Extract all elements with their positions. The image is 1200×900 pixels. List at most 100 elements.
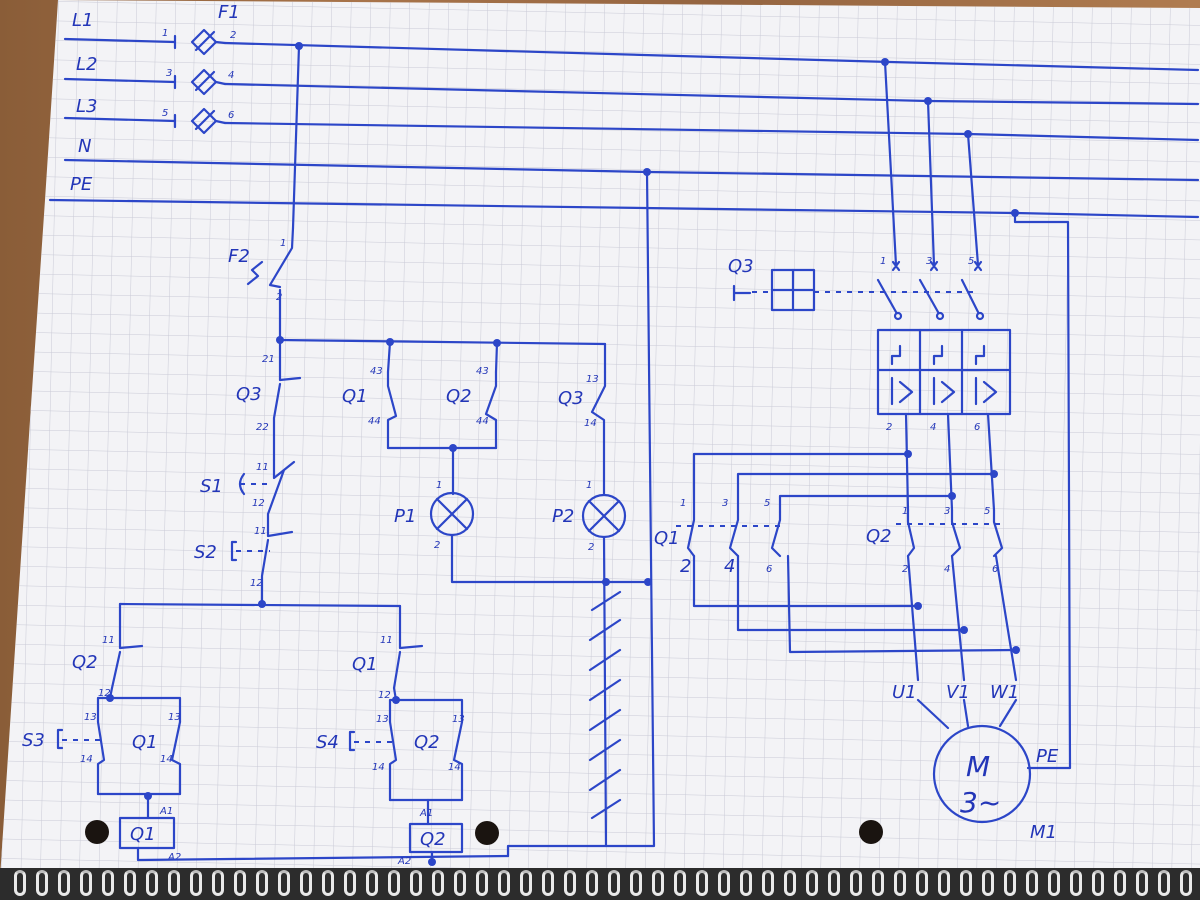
control-rail-wire [278, 338, 607, 346]
pin-label: 12 [250, 578, 263, 589]
nc-contact-symbol [272, 338, 302, 462]
spiral-ring [586, 870, 598, 896]
junction-dot [258, 600, 266, 608]
pin-label: 11 [254, 526, 267, 537]
spiral-ring [1092, 870, 1104, 896]
pin-label: 43 [476, 366, 489, 377]
wire [602, 535, 608, 848]
pin-label: 12 [252, 498, 265, 509]
bus-label-pe: PE [70, 174, 93, 195]
pin-label: 5 [764, 498, 770, 509]
spiral-ring [168, 870, 180, 896]
pin-label: 11 [380, 635, 393, 646]
fuse-f2: F2 1 2 [228, 226, 295, 342]
q1-output-wires [692, 554, 1018, 654]
motor-leads [916, 698, 1018, 730]
wire [388, 698, 464, 724]
spiral-ring [872, 870, 884, 896]
s2-label: S2 [194, 542, 217, 563]
s3-label: S3 [22, 730, 45, 751]
wire [494, 341, 499, 374]
breaker-handle-cross [770, 268, 816, 312]
spiral-ring [784, 870, 796, 896]
spiral-ring [1048, 870, 1060, 896]
spiral-ring [1114, 870, 1126, 896]
hold-label: Q2 [414, 732, 440, 753]
no-contact-symbol [386, 370, 398, 450]
nc-contact-symbol [392, 638, 424, 702]
motor-symbol-m: M [966, 750, 990, 783]
wire [96, 696, 182, 724]
lamp-p1-label: P1 [394, 506, 416, 527]
button-bracket [348, 730, 356, 752]
spiral-ring [806, 870, 818, 896]
junction-dot [602, 578, 610, 586]
terminal-ring [975, 311, 985, 321]
l2-feed-wire [63, 74, 177, 90]
pe-line [48, 198, 1200, 219]
pin-label: 5 [968, 256, 974, 267]
pin-label: 1 [162, 28, 168, 39]
pin-label: 3 [166, 68, 172, 79]
lamp-circuit: 43 Q1 44 43 Q2 44 1 P1 2 13 Q3 14 1 P2 2 [342, 340, 652, 848]
pin-label: 12 [98, 688, 111, 699]
punch-hole [859, 820, 883, 844]
pin-label: 6 [974, 422, 980, 433]
pin-label: 1 [586, 480, 592, 491]
bus-label-n: N [78, 136, 91, 157]
pin-label: 11 [102, 635, 115, 646]
coil-q2-box [408, 822, 464, 854]
spiral-ring [1026, 870, 1038, 896]
thermal-release-symbols [890, 344, 986, 366]
pin-label: 2 [230, 30, 236, 41]
pin-label: 2 [434, 540, 440, 551]
left-branch: 11 Q2 12 13 S3 14 13 Q1 14 A1 Q1 A2 [22, 602, 510, 863]
pin-label: 13 [84, 712, 97, 723]
s1-label: S1 [200, 476, 223, 497]
spiral-ring [1136, 870, 1148, 896]
spiral-ring [278, 870, 290, 896]
pin-label: 1 [902, 506, 908, 517]
coil-return-wire [136, 846, 510, 862]
stop-button-symbol [266, 458, 296, 532]
no-contact-symbol [590, 370, 607, 496]
spiral-ring [762, 870, 774, 896]
spiral-ring [894, 870, 906, 896]
thermal-breaker-symbol [246, 226, 295, 289]
spiral-binding [0, 868, 1200, 900]
pe-wire [1013, 211, 1072, 770]
n-line [63, 158, 1200, 182]
pin-label: 13 [168, 712, 181, 723]
lamp-p2-label: P2 [552, 506, 574, 527]
hatched-bus-marks [588, 590, 622, 820]
l1-line [223, 41, 1200, 72]
coil-pin-a2: A2 [167, 852, 181, 863]
spiral-ring [498, 870, 510, 896]
spiral-ring [14, 870, 26, 896]
spiral-ring [938, 870, 950, 896]
supply-bus: L1 L2 L3 N PE [48, 10, 1200, 219]
q3-label: Q3 [236, 384, 262, 405]
pin-label: 2 [680, 556, 691, 577]
pin-label: 6 [766, 564, 772, 575]
breaker-q3: Q3 1 3 5 2 4 6 [728, 60, 1012, 512]
bus-label-l1: L1 [72, 10, 93, 31]
coil-q2-label: Q2 [420, 829, 446, 850]
terminal-w1: W1 [990, 682, 1019, 703]
pin-label: 44 [368, 416, 381, 427]
terminal-u1: U1 [892, 682, 917, 703]
spiral-ring [652, 870, 664, 896]
junction-dot [428, 858, 436, 866]
terminal-ring [893, 311, 903, 321]
interlock-label: Q2 [72, 652, 98, 673]
spiral-ring [432, 870, 444, 896]
motor-m1: U1 V1 W1 M 3~ M1 PE [892, 211, 1072, 843]
spiral-ring [564, 870, 576, 896]
pin-label: 4 [930, 422, 936, 433]
spiral-ring [36, 870, 48, 896]
neutral-return-wire [506, 170, 656, 858]
pin-label: 14 [80, 754, 93, 765]
junction-dot [1012, 646, 1020, 654]
wire [386, 340, 392, 374]
